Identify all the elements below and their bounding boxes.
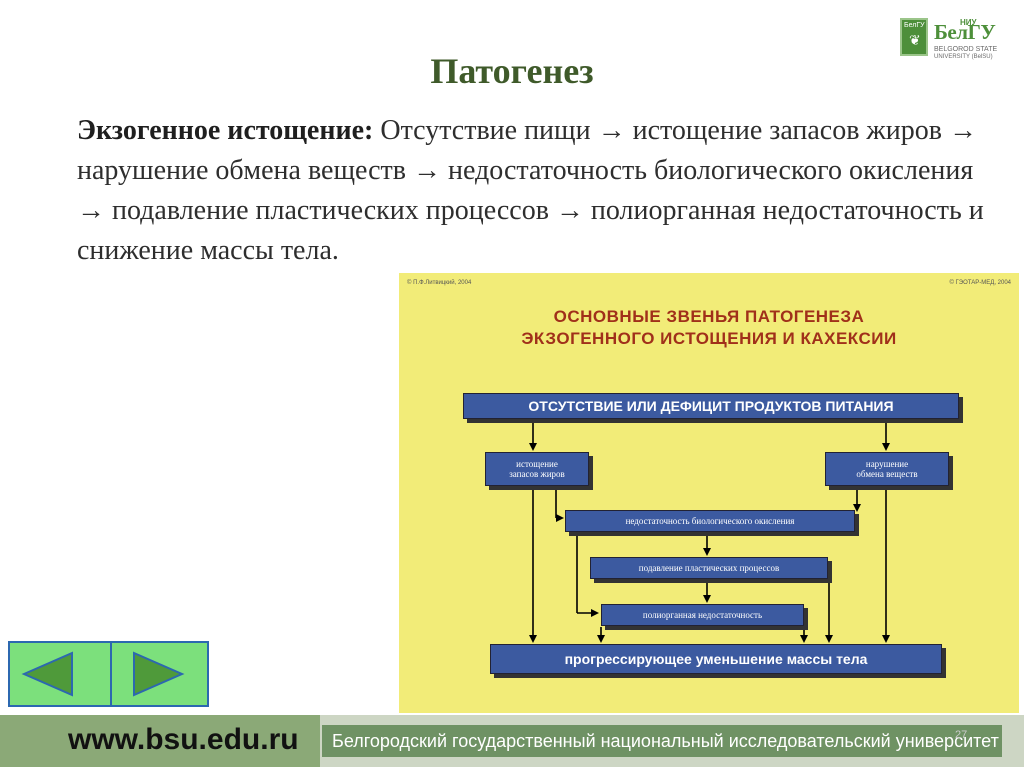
diagram-copyright-right: © ГЭОТАР-МЕД, 2004 — [949, 280, 1011, 286]
logo-line1: BELGOROD STATE — [934, 46, 998, 53]
body-text: Отсутствие пищи → истощение запасов жиро… — [77, 115, 984, 266]
next-slide-button[interactable] — [110, 643, 194, 705]
logo-leaf-icon: ❦ — [909, 33, 921, 49]
box-metabolism-line2: обмена веществ — [856, 469, 918, 479]
triangle-right-icon — [133, 651, 185, 697]
previous-slide-button[interactable] — [10, 643, 92, 705]
triangle-left-icon — [21, 651, 73, 697]
box-oxidation-label: недостаточность биологического окисления — [625, 516, 795, 526]
box-food-deficit-label: ОТСУТСТВИЕ ИЛИ ДЕФИЦИТ ПРОДУКТОВ ПИТАНИЯ — [528, 398, 894, 414]
logo-brand: БелГУ — [934, 20, 996, 44]
box-plastic-suppression: подавление пластических процессов — [590, 557, 828, 579]
pathogenesis-diagram: © П.Ф.Литвицкий, 2004 © ГЭОТАР-МЕД, 2004… — [399, 273, 1019, 713]
logo-shield-text: БелГУ — [904, 22, 925, 29]
diagram-title: ОСНОВНЫЕ ЗВЕНЬЯ ПАТОГЕНЕЗА ЭКЗОГЕННОГО И… — [399, 306, 1019, 350]
box-weight-loss: прогрессирующее уменьшение массы тела — [490, 644, 942, 674]
box-fat-depletion-line1: истощение — [516, 459, 558, 469]
university-logo: БелГУ ❦ НИУ БелГУ BELGOROD STATE UNIVERS… — [900, 18, 1020, 60]
diagram-copyright-left: © П.Ф.Литвицкий, 2004 — [407, 280, 472, 286]
diagram-title-line2: ЭКЗОГЕННОГО ИСТОЩЕНИЯ И КАХЕКСИИ — [521, 329, 897, 348]
box-plastic-label: подавление пластических процессов — [638, 563, 780, 573]
logo-shield-icon: БелГУ ❦ — [900, 18, 928, 56]
slide-navigation — [8, 641, 209, 707]
slide-body-text: Экзогенное истощение: Отсутствие пищи → … — [77, 111, 987, 271]
footer-url[interactable]: www.bsu.edu.ru — [0, 715, 320, 767]
box-fat-depletion: истощение запасов жиров — [485, 452, 589, 486]
box-weight-loss-label: прогрессирующее уменьшение массы тела — [564, 651, 868, 667]
slide-title: Патогенез — [430, 51, 594, 91]
box-metabolism-line1: нарушение — [865, 459, 909, 469]
page-number: 27 — [955, 729, 968, 741]
box-fat-depletion-line2: запасов жиров — [509, 469, 565, 479]
box-metabolism-disorder: нарушение обмена веществ — [825, 452, 949, 486]
box-organ-label: полиорганная недостаточность — [642, 610, 763, 620]
diagram-arrows — [529, 419, 890, 643]
body-bold-label: Экзогенное истощение: — [77, 115, 374, 146]
box-oxidation-failure: недостаточность биологического окисления — [565, 510, 855, 532]
diagram-title-line1: ОСНОВНЫЕ ЗВЕНЬЯ ПАТОГЕНЕЗА — [553, 307, 865, 326]
box-food-deficit: ОТСУТСТВИЕ ИЛИ ДЕФИЦИТ ПРОДУКТОВ ПИТАНИЯ — [463, 393, 959, 419]
box-organ-failure: полиорганная недостаточность — [601, 604, 804, 626]
footer-bar: www.bsu.edu.ru Белгородский государствен… — [0, 715, 1024, 767]
logo-niu: НИУ — [960, 18, 977, 27]
logo-line2: UNIVERSITY (BelSU) — [934, 54, 993, 60]
footer-university-name: Белгородский государственный национальны… — [322, 725, 1002, 757]
